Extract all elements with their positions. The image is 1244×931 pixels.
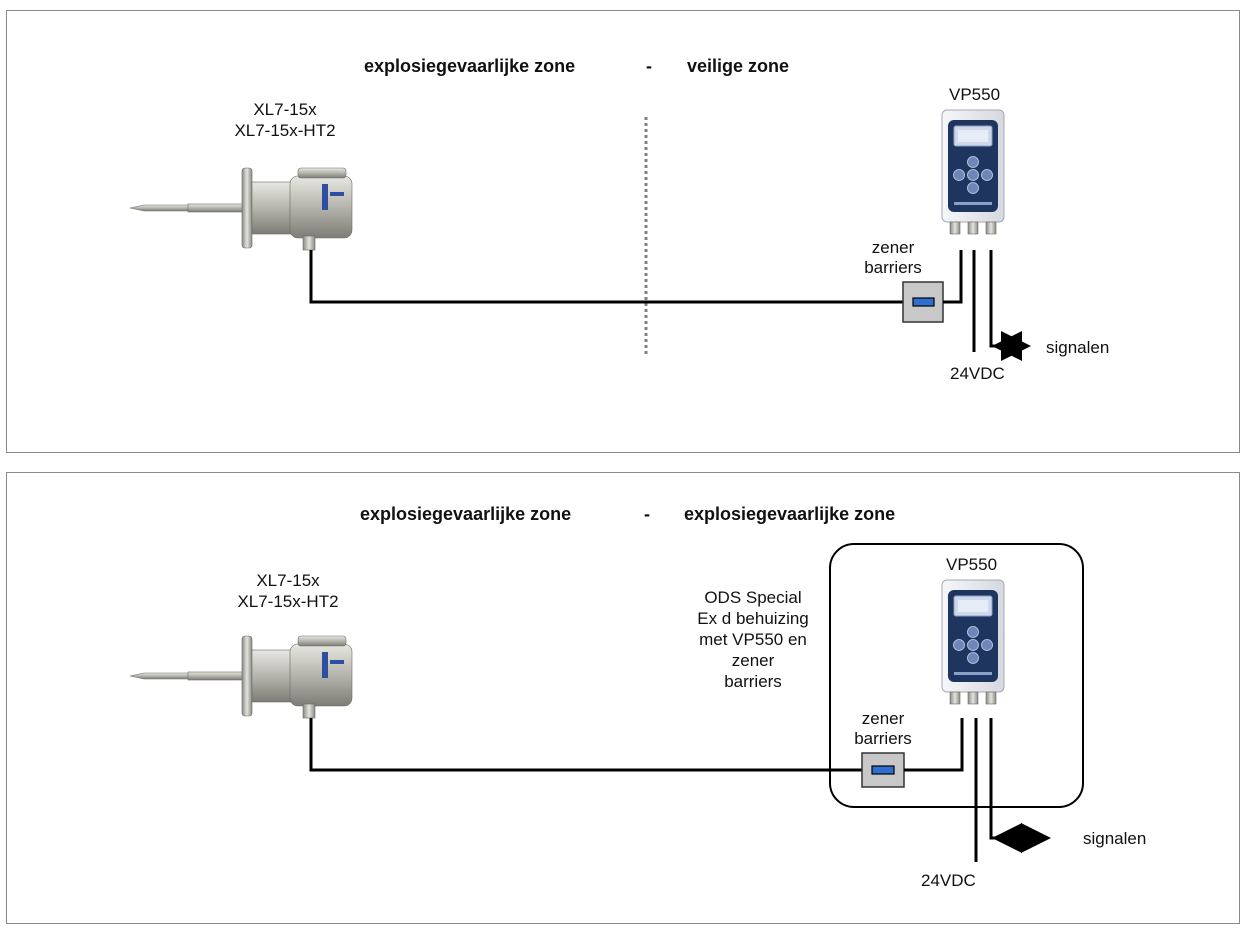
- signals-label: signalen: [1046, 338, 1110, 357]
- sensor-device-icon: [129, 167, 353, 251]
- enclosure-label-line4: zener: [731, 651, 775, 670]
- vp550-device-icon-2: [941, 579, 1005, 705]
- zone-left-title: explosiegevaarlijke zone: [364, 56, 576, 76]
- enclosure-label-line3: met VP550 en: [699, 630, 807, 649]
- zone-left-title-2: explosiegevaarlijke zone: [360, 504, 572, 524]
- signals-label-2: signalen: [1083, 829, 1147, 848]
- sensor-label-line1-2: XL7-15x: [256, 571, 320, 590]
- power-label: 24VDC: [950, 364, 1005, 383]
- vp550-device-icon: [941, 109, 1005, 235]
- device-label: VP550: [949, 85, 1001, 104]
- sensor-device-icon-2: [129, 635, 353, 719]
- signals-line-2: [989, 718, 1051, 853]
- sensor-label-line2: XL7-15x-HT2: [234, 121, 336, 140]
- zone-right-title-2: explosiegevaarlijke zone: [684, 504, 896, 524]
- zone-separator-2: -: [644, 504, 650, 524]
- zener-label-line2-2: barriers: [854, 729, 912, 748]
- zone-right-title: veilige zone: [687, 56, 790, 76]
- zone-separator: -: [646, 56, 652, 76]
- signals-line: [989, 250, 1031, 361]
- top-panel: [6, 10, 1240, 453]
- enclosure-label-line2: Ex d behuizing: [697, 609, 809, 628]
- sensor-label-line1: XL7-15x: [253, 100, 317, 119]
- sensor-cable-2: [309, 718, 862, 772]
- sensor-cable: [309, 250, 903, 304]
- power-label-2: 24VDC: [921, 871, 976, 890]
- zener-label-line1-2: zener: [861, 709, 905, 728]
- enclosure-label-line5: barriers: [724, 672, 782, 691]
- device-label-2: VP550: [946, 555, 998, 574]
- exd-enclosure: [829, 543, 1084, 808]
- sensor-label-line2-2: XL7-15x-HT2: [237, 592, 339, 611]
- zener-label-line1: zener: [871, 238, 915, 257]
- enclosure-label-line1: ODS Special: [704, 588, 802, 607]
- zener-label-line2: barriers: [864, 258, 922, 277]
